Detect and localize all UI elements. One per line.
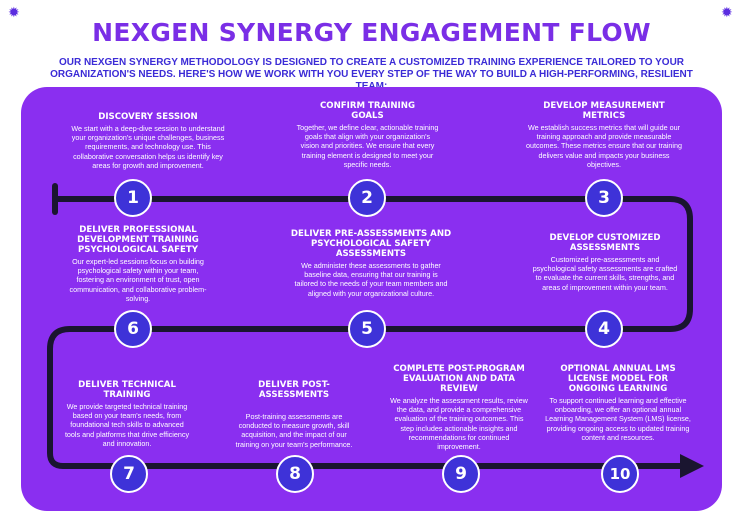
star-icon: ✹ xyxy=(8,5,20,21)
star-icon: ✹ xyxy=(721,5,733,21)
step-number-badge: 9 xyxy=(442,455,480,493)
step-description: We analyze the assessment results, revie… xyxy=(390,396,528,452)
step-number-badge: 2 xyxy=(348,179,386,217)
step-description: To support continued learning and effect… xyxy=(545,396,691,442)
step-title: DELIVER PROFESSIONAL DEVELOPMENT TRAININ… xyxy=(77,225,199,255)
step-description: Our expert-led sessions focus on buildin… xyxy=(69,257,207,303)
step-8: DELIVER POST-ASSESSMENTS Post-training a… xyxy=(229,380,359,449)
step-number-badge: 7 xyxy=(110,455,148,493)
step-3: DEVELOP MEASUREMENT METRICS We establish… xyxy=(523,101,685,169)
page-title: NEXGEN SYNERGY ENGAGEMENT FLOW xyxy=(92,18,651,47)
flow-panel xyxy=(21,87,722,511)
step-2: CONFIRM TRAINING GOALS Together, we defi… xyxy=(296,101,439,169)
step-number-badge: 6 xyxy=(114,310,152,348)
step-description: We start with a deep-dive session to und… xyxy=(71,124,225,170)
step-description: Together, we define clear, actionable tr… xyxy=(296,123,439,169)
step-6: DELIVER PROFESSIONAL DEVELOPMENT TRAININ… xyxy=(64,225,212,303)
step-description: We provide targeted technical training b… xyxy=(64,402,190,448)
page-subtitle: OUR NEXGEN SYNERGY METHODOLOGY IS DESIGN… xyxy=(50,57,693,92)
step-number-badge: 10 xyxy=(601,455,639,493)
step-title: DISCOVERY SESSION xyxy=(98,112,198,122)
step-description: Customized pre-assessments and psycholog… xyxy=(532,255,678,292)
step-9: COMPLETE POST-PROGRAM EVALUATION AND DAT… xyxy=(388,364,530,451)
step-title: CONFIRM TRAINING GOALS xyxy=(320,101,415,121)
step-10: OPTIONAL ANNUAL LMS LICENSE MODEL FOR ON… xyxy=(543,364,693,442)
step-5: DELIVER PRE-ASSESSMENTS AND PSYCHOLOGICA… xyxy=(282,229,460,298)
step-title: DEVELOP MEASUREMENT METRICS xyxy=(543,101,665,121)
step-number-badge: 1 xyxy=(114,179,152,217)
step-number-badge: 4 xyxy=(585,310,623,348)
step-title: DELIVER TECHNICAL TRAINING xyxy=(78,380,176,400)
step-7: DELIVER TECHNICAL TRAINING We provide ta… xyxy=(62,380,192,448)
step-description: Post-training assessments are conducted … xyxy=(235,412,353,449)
step-description: We administer these assessments to gathe… xyxy=(294,261,448,298)
step-title: DELIVER POST-ASSESSMENTS xyxy=(258,380,330,400)
step-4: DEVELOP CUSTOMIZED ASSESSMENTS Customize… xyxy=(530,233,680,292)
step-number-badge: 8 xyxy=(276,455,314,493)
step-1: DISCOVERY SESSION We start with a deep-d… xyxy=(69,112,227,170)
arrowhead-icon xyxy=(680,454,704,478)
step-title: COMPLETE POST-PROGRAM EVALUATION AND DAT… xyxy=(393,364,525,394)
step-title: DELIVER PRE-ASSESSMENTS AND PSYCHOLOGICA… xyxy=(290,229,452,259)
step-number-badge: 5 xyxy=(348,310,386,348)
step-number-badge: 3 xyxy=(585,179,623,217)
step-description: We establish success metrics that will g… xyxy=(525,123,683,169)
step-title: DEVELOP CUSTOMIZED ASSESSMENTS xyxy=(549,233,661,253)
step-title: OPTIONAL ANNUAL LMS LICENSE MODEL FOR ON… xyxy=(560,364,676,394)
